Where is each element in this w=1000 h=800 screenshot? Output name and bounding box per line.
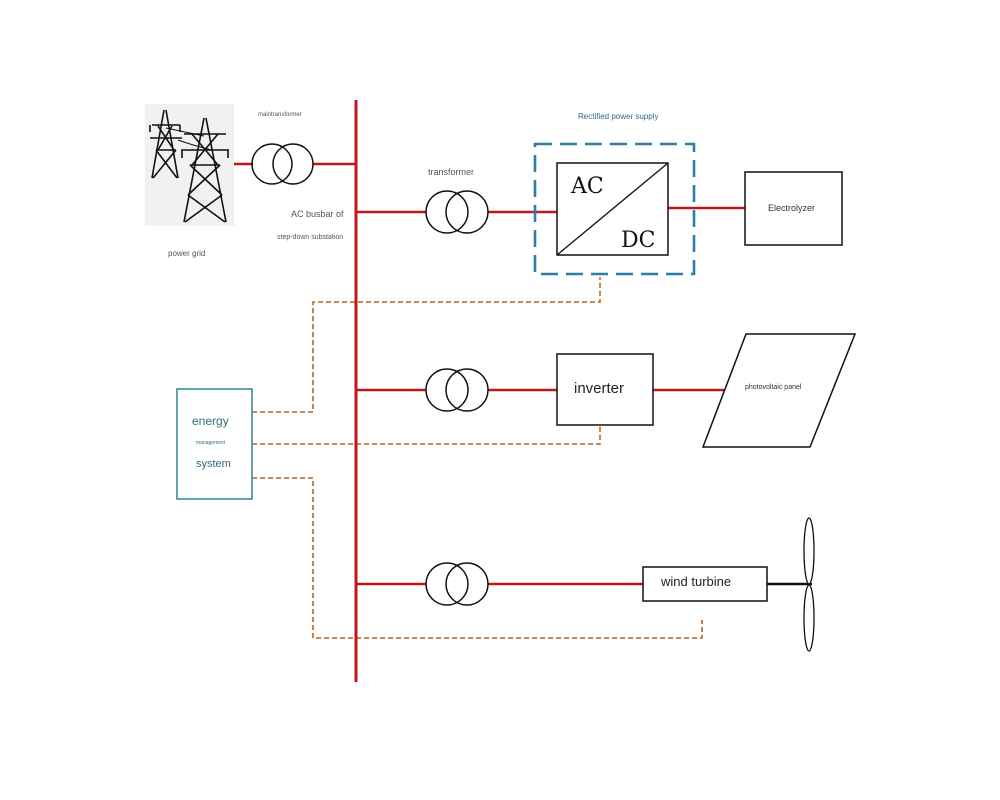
transformer-label: transformer <box>428 167 475 177</box>
dc-label: DC <box>621 228 656 253</box>
inverter-box <box>556 353 654 426</box>
ac-label: AC <box>571 174 604 199</box>
ems-label-line3: system <box>196 458 231 470</box>
power-grid-tower-icon <box>145 104 234 226</box>
control-line-rectifier <box>252 277 601 413</box>
ems-label-line2: management <box>196 440 226 446</box>
energy-management-system-box <box>176 388 253 500</box>
main-transformer-icon <box>251 143 314 185</box>
ac-dc-converter <box>556 162 669 256</box>
power-lines <box>234 100 745 682</box>
power-grid-label: power grid <box>168 249 206 258</box>
transformer-3-icon <box>425 562 489 606</box>
inverter-label: inverter <box>574 380 625 397</box>
rectified-power-supply-frame <box>533 142 696 276</box>
electrolyzer-label: Electrolyzer <box>768 203 816 213</box>
rectified-power-supply-label: Rectified power supply <box>578 112 659 121</box>
transformer-2-icon <box>425 368 489 412</box>
photovoltaic-panel-label: photovoltaic panel <box>745 384 802 391</box>
ac-busbar-label-line2: step-down substation <box>277 234 344 241</box>
ems-label-line1: energy <box>192 414 229 428</box>
main-transformer-label: maintransformer <box>258 112 302 118</box>
ac-busbar-label-line1: AC busbar of <box>291 209 344 219</box>
wind-turbine-box <box>642 566 768 602</box>
control-line-inverter <box>252 425 601 445</box>
transformer-1-icon <box>425 190 489 234</box>
control-line-wind <box>252 477 703 639</box>
wind-turbine-label: wind turbine <box>661 574 732 589</box>
electrolyzer-box <box>744 171 843 246</box>
photovoltaic-panel-shape <box>701 333 857 448</box>
wind-turbine-blades-icon <box>767 517 815 652</box>
control-lines <box>252 277 703 639</box>
